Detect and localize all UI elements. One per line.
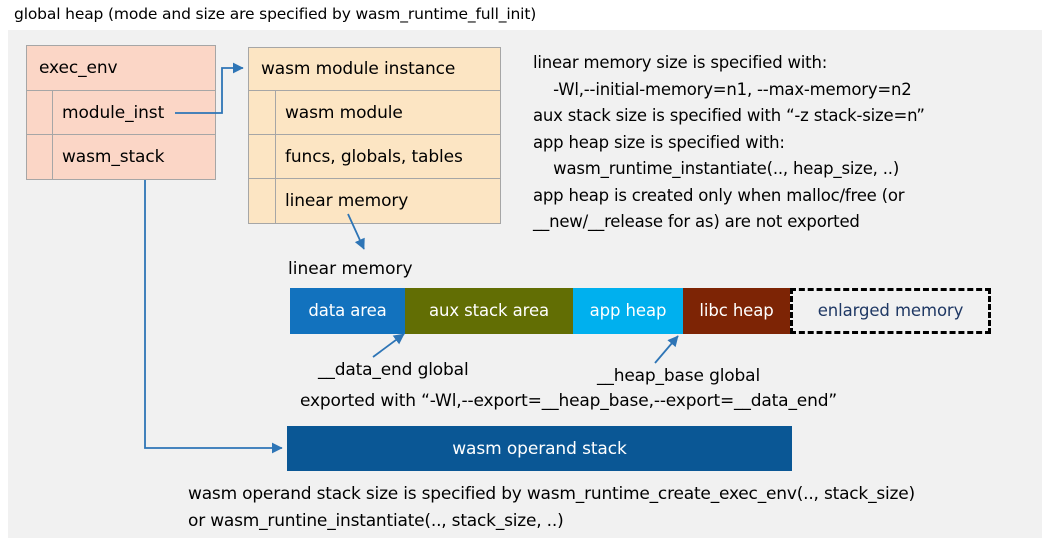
- indent-spacer: [249, 135, 276, 178]
- wmi-field-linear-memory: linear memory: [285, 191, 409, 211]
- wmi-field-funcs-globals-tables: funcs, globals, tables: [285, 146, 463, 167]
- exec-env-field-wasm-stack: wasm_stack: [62, 147, 165, 167]
- operand-stack-note: wasm operand stack size is specified by …: [188, 484, 915, 531]
- page-title: global heap (mode and size are specified…: [14, 5, 537, 23]
- wmi-field-wasm-module: wasm module: [285, 102, 403, 123]
- linear-memory-bar: data area aux stack area app heap libc h…: [290, 288, 991, 334]
- config-notes: linear memory size is specified with: -W…: [533, 53, 925, 231]
- annotation-data-end: __data_end global: [318, 360, 469, 380]
- exec-env-field-module-inst: module_inst: [62, 102, 165, 123]
- exec-env-title-row: exec_env: [27, 46, 215, 91]
- indent-spacer: [27, 91, 53, 134]
- exec-env-row-wasm-stack: wasm_stack: [27, 135, 215, 179]
- indent-spacer: [249, 179, 276, 223]
- wmi-title: wasm module instance: [261, 59, 456, 79]
- annotation-heap-base: __heap_base global: [597, 366, 761, 386]
- memory-segment-libc-heap: libc heap: [683, 288, 790, 334]
- exec-env-title: exec_env: [39, 58, 118, 78]
- wasm-operand-stack-bar: wasm operand stack: [287, 426, 792, 471]
- exec-env-row-module-inst: module_inst: [27, 91, 215, 135]
- annotation-exported: exported with “-Wl,--export=__heap_base,…: [300, 391, 838, 411]
- memory-segment-enlarged-memory: enlarged memory: [790, 288, 991, 334]
- indent-spacer: [249, 91, 276, 134]
- memory-segment-data-area: data area: [290, 288, 405, 334]
- linear-memory-label: linear memory: [288, 259, 413, 279]
- wasm-module-instance-box: wasm module instance wasm module funcs, …: [248, 47, 501, 224]
- indent-spacer: [27, 135, 53, 179]
- wmi-row-linear-memory: linear memory: [249, 179, 500, 223]
- memory-segment-app-heap: app heap: [573, 288, 683, 334]
- wmi-row-wasm-module: wasm module: [249, 91, 500, 135]
- wmi-row-funcs-globals-tables: funcs, globals, tables: [249, 135, 500, 179]
- exec-env-box: exec_env module_inst wasm_stack: [26, 45, 216, 180]
- wmi-title-row: wasm module instance: [249, 48, 500, 91]
- memory-segment-aux-stack-area: aux stack area: [405, 288, 573, 334]
